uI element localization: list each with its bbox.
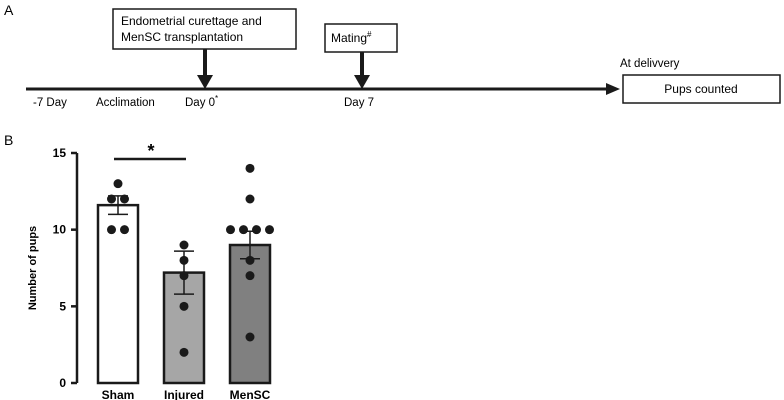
x-tick-label-mensc: MenSC — [230, 388, 271, 400]
y-tick-label: 5 — [59, 299, 66, 313]
data-point-mensc — [239, 225, 248, 235]
data-point-injured — [179, 347, 189, 357]
svg-text:Day 0*: Day 0* — [185, 94, 218, 109]
data-point-mensc — [265, 225, 274, 235]
data-point-injured — [179, 240, 189, 250]
y-tick-label: 15 — [53, 146, 67, 160]
x-tick-label-sham: Sham — [102, 388, 135, 400]
mating-sup: # — [367, 30, 372, 39]
procedure-box-line1: Endometrial curettage and — [121, 14, 262, 28]
data-point-mensc — [245, 332, 255, 342]
procedure-box: Endometrial curettage and MenSC transpla… — [112, 8, 297, 50]
mating-label: Mating — [331, 31, 367, 45]
data-point-mensc — [252, 225, 261, 235]
data-point-mensc — [245, 194, 255, 204]
mating-arrow — [354, 52, 370, 89]
y-tick-label: 10 — [53, 223, 67, 237]
data-point-mensc — [245, 163, 255, 173]
data-point-injured — [179, 301, 189, 311]
data-point-injured — [179, 271, 189, 281]
y-tick-label: 0 — [59, 376, 66, 390]
timeline-day7: Day 7 — [344, 97, 374, 109]
data-point-sham — [107, 225, 116, 235]
panel-a-label: A — [4, 2, 14, 18]
bar-mensc — [228, 243, 272, 385]
pups-counted-label: Pups counted — [664, 82, 737, 96]
panel-b-label: B — [4, 132, 13, 148]
data-point-sham — [120, 194, 129, 204]
data-point-mensc — [245, 271, 255, 281]
timeline-arrow — [26, 83, 620, 95]
timeline-acclimation: Acclimation — [96, 97, 155, 109]
bar-sham — [96, 203, 140, 385]
timeline-day-minus7: -7 Day — [33, 97, 67, 109]
y-axis-label: Number of pups — [27, 226, 39, 310]
data-point-mensc — [226, 225, 235, 235]
timeline-day0: Day 0 — [185, 97, 215, 109]
data-point-injured — [179, 255, 189, 265]
data-point-mensc — [245, 255, 255, 265]
mating-box: Mating# — [324, 23, 398, 53]
timeline-at-delivery: At delivvery — [620, 58, 680, 70]
procedure-arrow — [197, 49, 213, 89]
timeline-day0-sup: * — [215, 94, 218, 103]
significance-star: * — [147, 141, 154, 161]
data-point-sham — [120, 225, 129, 235]
x-tick-label-injured: Injured — [164, 388, 204, 400]
pups-counted-box: Pups counted — [622, 74, 781, 104]
data-point-sham — [107, 194, 116, 204]
data-point-sham — [113, 179, 123, 189]
procedure-box-line2: MenSC transplantation — [121, 30, 243, 44]
svg-text:Mating#: Mating# — [331, 30, 372, 45]
